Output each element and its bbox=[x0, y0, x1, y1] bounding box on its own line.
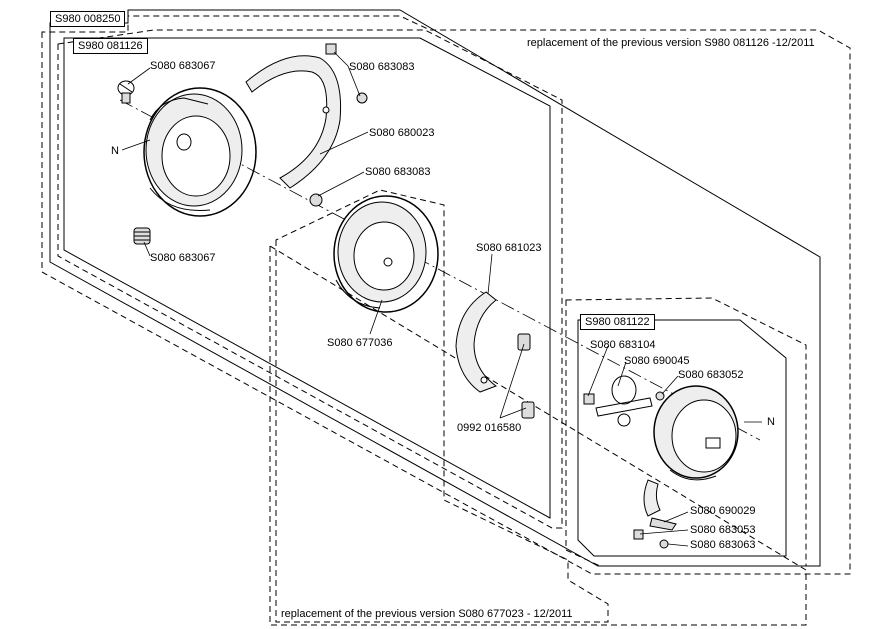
part-label-tension-spring: S080 690029 bbox=[690, 505, 756, 517]
screw-bottom-left-icon bbox=[133, 227, 151, 245]
hook-set-dashed-outline bbox=[57, 29, 563, 529]
assembly-outer-label: S980 008250 bbox=[50, 11, 126, 27]
marker-right: N bbox=[767, 416, 775, 428]
hook-icon bbox=[333, 195, 439, 313]
gib-icon bbox=[245, 55, 342, 189]
hook-replacement-note: replacement of the previous version S080… bbox=[278, 608, 576, 620]
part-label-gib: S080 680023 bbox=[369, 127, 435, 139]
part-label-spring-nut: S080 683063 bbox=[690, 539, 756, 551]
assembly-bobbin-case-label: S980 081122 bbox=[580, 314, 655, 330]
latch-screw-icon bbox=[583, 393, 595, 405]
assembly-hook-set-label: S980 081126 bbox=[73, 38, 148, 54]
set-screws-icon bbox=[517, 333, 535, 419]
part-label-screw-bottom-left: S080 683067 bbox=[150, 252, 216, 264]
outer-assembly-outline bbox=[49, 9, 821, 567]
spring-nut-icon bbox=[659, 539, 669, 549]
bobbin-case-outline bbox=[577, 319, 787, 557]
part-label-position-finger: S080 681023 bbox=[476, 242, 542, 254]
outer-assembly-dashed-outline bbox=[41, 15, 851, 575]
spring-screw-icon bbox=[633, 529, 644, 540]
hook-replacement-outline-2 bbox=[269, 245, 807, 626]
part-label-hook: S080 677036 bbox=[327, 337, 393, 349]
part-label-latch-nut: S080 683052 bbox=[678, 369, 744, 381]
hook-set-replacement-note: replacement of the previous version S980… bbox=[524, 37, 818, 49]
leader-lines bbox=[121, 51, 762, 547]
screw-mid-icon bbox=[309, 193, 323, 207]
part-label-latch: S080 690045 bbox=[624, 355, 690, 367]
hook-set-outline bbox=[63, 37, 551, 519]
part-label-screw-top-right: S080 683083 bbox=[349, 61, 415, 73]
part-label-latch-screw: S080 683104 bbox=[590, 339, 656, 351]
part-label-screw-top-left: S080 683067 bbox=[150, 60, 216, 72]
bobbin-case-body-icon bbox=[653, 385, 739, 481]
screw-top-left-icon bbox=[117, 80, 135, 104]
hook-replacement-outline bbox=[275, 189, 609, 623]
position-finger-icon bbox=[455, 291, 498, 393]
part-label-spring-screw: S080 683053 bbox=[690, 524, 756, 536]
bobbin-case-dashed-outline bbox=[565, 297, 807, 567]
part-label-screw-mid: S080 683083 bbox=[365, 166, 431, 178]
latch-icon bbox=[595, 375, 653, 427]
part-label-set-screws: 0992 016580 bbox=[457, 422, 522, 434]
tension-spring-icon bbox=[643, 479, 677, 531]
marker-left: N bbox=[111, 145, 119, 157]
hook-housing-icon bbox=[143, 87, 257, 217]
